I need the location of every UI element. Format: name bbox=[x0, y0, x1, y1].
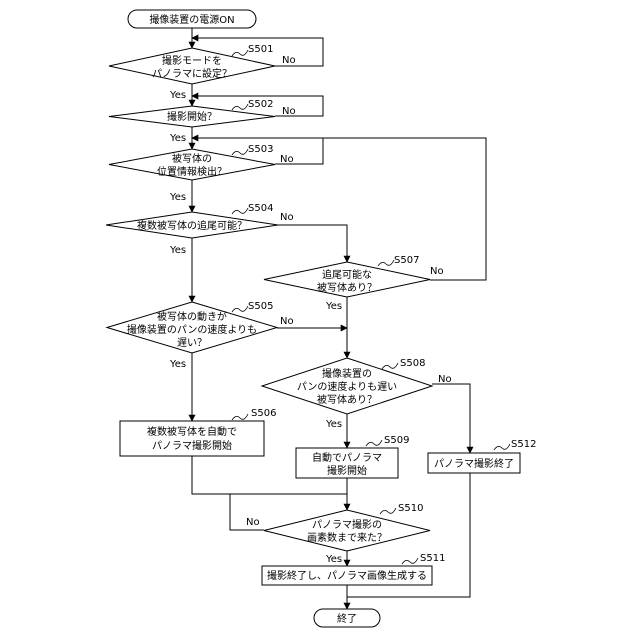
s508-line-1: 撮像装置の bbox=[322, 367, 372, 380]
s502-leader bbox=[232, 104, 248, 110]
s505-line-2: 撮像装置のパンの速度よりも bbox=[127, 323, 257, 336]
s508-line-2: パンの速度よりも遅い bbox=[297, 380, 397, 393]
s512-leader bbox=[494, 444, 510, 450]
s512-step-label: S512 bbox=[511, 439, 536, 450]
s504-step-label: S504 bbox=[248, 203, 273, 214]
s501-leader bbox=[232, 50, 248, 56]
s506-line-1: 複数被写体を自動で bbox=[147, 425, 237, 438]
s510-step-label: S510 bbox=[398, 503, 423, 514]
s507-leader bbox=[378, 260, 394, 266]
s507-line-1: 追尾可能な bbox=[322, 268, 372, 281]
s509-line-2: 撮影開始 bbox=[327, 464, 367, 477]
s503-step-label: S503 bbox=[248, 144, 273, 155]
s505-line-3: 遅い？ bbox=[177, 337, 207, 349]
s505-leader bbox=[232, 306, 248, 312]
s510-no-label: No bbox=[246, 517, 260, 528]
node-texts: 撮像装置の電源ON 撮影モードを パノラマに設定？ 撮影開始？ 被写体の 位置情… bbox=[127, 13, 514, 625]
s508-leader bbox=[382, 363, 398, 369]
s501-line-2: パノラマに設定？ bbox=[152, 67, 232, 80]
s505-yes-label: Yes bbox=[169, 359, 186, 370]
s502-no-label: No bbox=[282, 106, 296, 117]
s505-line-1: 被写体の動きが bbox=[157, 310, 227, 323]
s503-line-2: 位置情報検出？ bbox=[157, 165, 227, 178]
s501-no-label: No bbox=[282, 55, 296, 66]
s508-step-label: S508 bbox=[400, 358, 425, 369]
s503-line-1: 被写体の bbox=[172, 152, 212, 165]
s504-yes-label: Yes bbox=[169, 245, 186, 256]
s509-step-label: S509 bbox=[384, 435, 409, 446]
s511-leader bbox=[402, 558, 418, 564]
s509-leader bbox=[366, 440, 382, 446]
step-labels: S501 S502 S503 S504 S505 S506 S507 S508 … bbox=[232, 44, 536, 564]
s511-line-1: 撮影終了し、パノラマ画像生成する bbox=[267, 569, 427, 582]
s502-line-1: 撮影開始？ bbox=[167, 110, 217, 123]
s505-no-label: No bbox=[280, 316, 294, 327]
s501-line-1: 撮影モードを bbox=[162, 54, 222, 67]
s502-yes-label: Yes bbox=[169, 133, 186, 144]
s503-yes-label: Yes bbox=[169, 192, 186, 203]
start-label: 撮像装置の電源ON bbox=[149, 13, 234, 26]
s503-no-label: No bbox=[280, 154, 294, 165]
s501-yes-label: Yes bbox=[169, 90, 186, 101]
s506-leader bbox=[232, 414, 248, 420]
s507-yes-label: Yes bbox=[325, 301, 342, 312]
s501-step-label: S501 bbox=[248, 44, 273, 55]
s507-step-label: S507 bbox=[394, 255, 419, 266]
s504-no-label: No bbox=[280, 212, 294, 223]
s506-step-label: S506 bbox=[251, 408, 276, 419]
end-label: 終了 bbox=[337, 612, 357, 625]
s507-line-2: 被写体あり？ bbox=[317, 281, 377, 294]
s508-yes-label: Yes bbox=[325, 419, 342, 430]
s509-line-1: 自動でパノラマ bbox=[312, 451, 382, 464]
s511-step-label: S511 bbox=[420, 553, 445, 564]
s512-line-1: パノラマ撮影終了 bbox=[434, 457, 514, 470]
s507-no-label: No bbox=[430, 266, 444, 277]
s502-step-label: S502 bbox=[248, 99, 273, 110]
s506-line-2: パノラマ撮影開始 bbox=[152, 439, 232, 452]
s508-line-3: 被写体あり？ bbox=[317, 393, 377, 406]
s505-step-label: S505 bbox=[248, 301, 273, 312]
s503-leader bbox=[232, 149, 248, 155]
s510-line-2: 画素数まで来た？ bbox=[307, 531, 387, 544]
s508-no-label: No bbox=[438, 374, 452, 385]
edge-s504-no bbox=[278, 225, 347, 262]
edge-s508-no bbox=[432, 384, 470, 453]
s510-yes-label: Yes bbox=[325, 554, 342, 565]
s510-line-1: パノラマ撮影の bbox=[312, 518, 382, 531]
s504-line-1: 複数被写体の追尾可能？ bbox=[137, 219, 247, 232]
s510-leader bbox=[380, 508, 396, 514]
s504-leader bbox=[232, 208, 248, 214]
